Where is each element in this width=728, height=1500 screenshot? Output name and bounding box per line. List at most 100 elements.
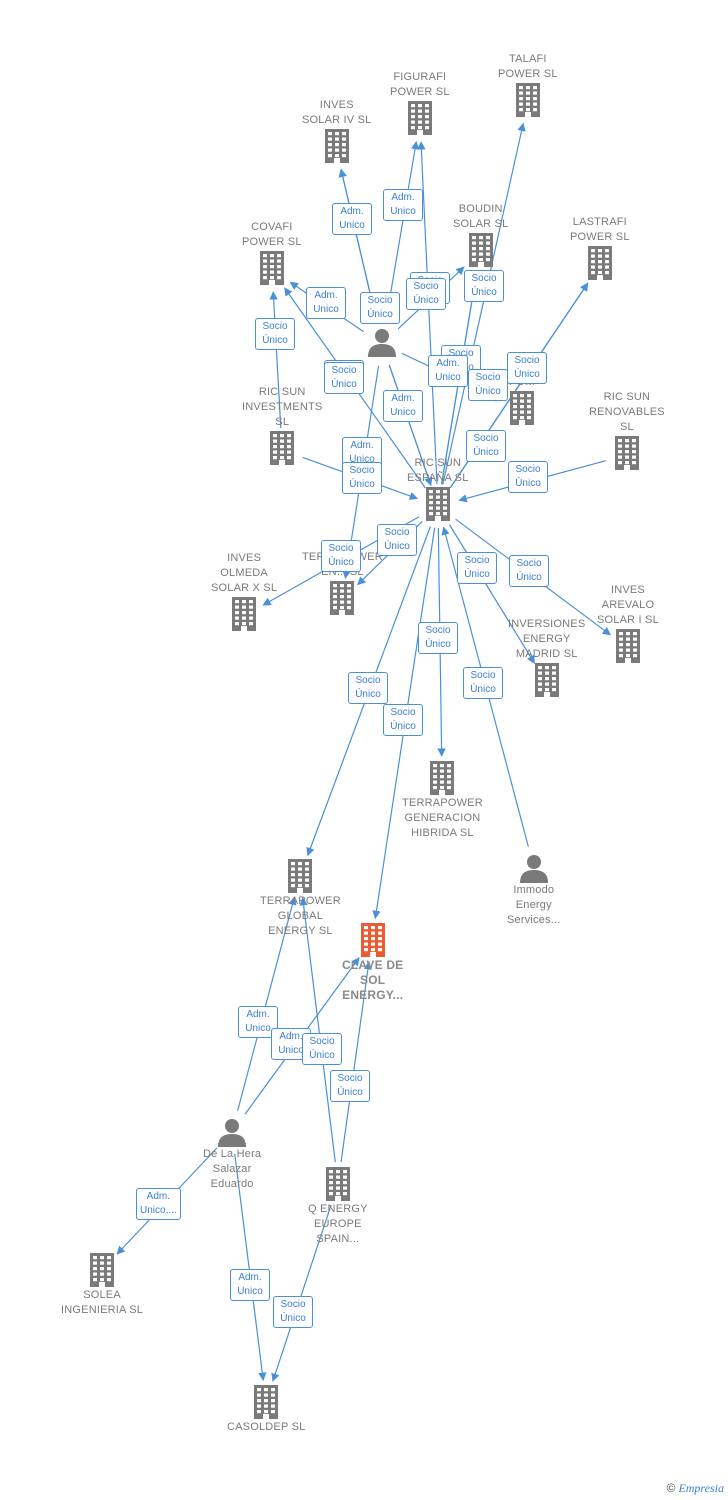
edge-ric_inv-to-covafi	[269, 291, 282, 429]
building-icon[interactable]	[614, 628, 642, 664]
node-label[interactable]: Immodo Energy Services...	[507, 884, 561, 926]
relation-label[interactable]: Adm. Unico,...	[136, 1188, 181, 1220]
node-inves_iv[interactable]: INVES SOLAR IV SL	[302, 98, 371, 164]
relation-label[interactable]: Socio Único	[302, 1033, 342, 1065]
relation-label[interactable]: Socio Único	[509, 555, 549, 587]
edge-ric_esp-to-talafi	[442, 122, 526, 485]
relation-label[interactable]: Adm. Unico	[383, 390, 423, 422]
node-label[interactable]: RIC SUN INVESTMENTS SL	[242, 386, 323, 428]
relation-label[interactable]: Adm. Unico	[332, 203, 372, 235]
relation-label[interactable]: Socio Único	[464, 270, 504, 302]
node-label[interactable]: CLAVE DE SOL ENERGY...	[342, 958, 404, 1002]
building-icon[interactable]	[428, 760, 456, 796]
node-label[interactable]: RIC SUN RENOVABLES SL	[589, 391, 665, 433]
building-icon[interactable]	[514, 82, 542, 118]
relation-label[interactable]: Socio Único	[377, 524, 417, 556]
relation-label[interactable]: Socio Único	[418, 622, 458, 654]
node-boudin[interactable]: BOUDIN SOLAR SL	[453, 202, 508, 268]
node-inves_arevalo[interactable]: INVES AREVALO SOLAR I SL	[597, 583, 659, 664]
relation-label[interactable]: Socio Único	[330, 1070, 370, 1102]
building-icon[interactable]	[324, 1166, 352, 1202]
person-icon[interactable]	[367, 327, 397, 357]
node-label[interactable]: SOLEA INGENIERIA SL	[61, 1289, 144, 1316]
node-label[interactable]: COVAFI POWER SL	[242, 221, 302, 248]
node-ric_ren[interactable]: RIC SUN RENOVABLES SL	[589, 390, 665, 471]
building-icon[interactable]	[258, 250, 286, 286]
building-icon[interactable]	[323, 128, 351, 164]
node-casoldep[interactable]: CASOLDEP SL	[227, 1384, 305, 1435]
relation-label[interactable]: Adm. Unico	[230, 1269, 270, 1301]
node-talafi[interactable]: TALAFI POWER SL	[498, 52, 558, 118]
relation-label[interactable]: Socio Único	[348, 672, 388, 704]
node-clave[interactable]: CLAVE DE SOL ENERGY...	[342, 922, 403, 1003]
node-label[interactable]: Q ENERGY EUROPE SPAIN...	[308, 1203, 368, 1245]
node-immodo[interactable]: Immodo Energy Services...	[507, 853, 561, 928]
relation-label[interactable]: Socio Único	[360, 292, 400, 324]
edge-qenergy-to-terra_global	[299, 897, 336, 1163]
node-label[interactable]: INVES OLMEDA SOLAR X SL	[211, 552, 278, 594]
building-icon[interactable]	[424, 486, 452, 522]
building-icon[interactable]	[268, 430, 296, 466]
node-figurafi[interactable]: FIGURAFI POWER SL	[390, 70, 450, 136]
relation-label[interactable]: Socio Único	[321, 540, 361, 572]
relation-label[interactable]: Socio Único	[463, 667, 503, 699]
node-solea[interactable]: SOLEA INGENIERIA SL	[61, 1252, 143, 1318]
brand-name: Empresia	[678, 1481, 724, 1495]
edge-ric_esp-to-inversiones	[448, 524, 536, 664]
relation-label[interactable]: Adm. Unico	[428, 355, 468, 387]
relation-label[interactable]: Socio Único	[508, 461, 548, 493]
edge-ric_esp-to-figurafi	[417, 141, 438, 485]
node-covafi[interactable]: COVAFI POWER SL	[242, 220, 302, 286]
node-terra_global[interactable]: TERRAPOWER GLOBAL ENERGY SL	[260, 858, 341, 939]
building-icon[interactable]	[467, 232, 495, 268]
relation-label[interactable]: Socio Único	[342, 462, 382, 494]
relation-label[interactable]: Socio Único	[383, 704, 423, 736]
node-label[interactable]: CASOLDEP SL	[227, 1421, 306, 1433]
node-delahera[interactable]: De La Hera Salazar Eduardo	[203, 1117, 261, 1192]
node-ric_esp[interactable]: RIC SUN ESPAÑA SL	[407, 456, 469, 522]
node-lastrafi[interactable]: LASTRAFI POWER SL	[570, 215, 630, 281]
node-label[interactable]: LASTRAFI POWER SL	[570, 216, 630, 243]
node-ric_inv[interactable]: RIC SUN INVESTMENTS SL	[242, 385, 322, 466]
node-label[interactable]: TERRAPOWER GLOBAL ENERGY SL	[260, 895, 341, 937]
building-icon[interactable]	[286, 858, 314, 894]
building-icon[interactable]	[586, 245, 614, 281]
building-icon[interactable]	[230, 596, 258, 632]
relation-label[interactable]: Socio Único	[507, 352, 547, 384]
node-qenergy[interactable]: Q ENERGY EUROPE SPAIN...	[308, 1166, 368, 1247]
node-label[interactable]: TERRAPOWER GENERACION HIBRIDA SL	[402, 797, 483, 839]
building-icon[interactable]	[613, 435, 641, 471]
copyright-symbol: ©	[666, 1481, 676, 1495]
relation-label[interactable]: Socio Único	[273, 1296, 313, 1328]
node-label[interactable]: TALAFI POWER SL	[498, 53, 558, 80]
relation-label[interactable]: Socio Único	[457, 552, 497, 584]
person-icon[interactable]	[519, 853, 549, 883]
relation-label[interactable]: Socio Único	[255, 318, 295, 350]
relation-label[interactable]: Socio Único	[468, 369, 508, 401]
node-terra_gen[interactable]: TERRAPOWER GENERACION HIBRIDA SL	[402, 760, 483, 841]
building-icon[interactable]	[533, 662, 561, 698]
footer-brand[interactable]: © Empresia	[667, 1481, 724, 1496]
node-label[interactable]: RIC SUN ESPAÑA SL	[407, 457, 469, 484]
building-icon[interactable]	[252, 1384, 280, 1420]
node-label[interactable]: INVES SOLAR IV SL	[302, 99, 372, 126]
building-icon[interactable]	[328, 580, 356, 616]
relation-label[interactable]: Adm. Unico	[306, 287, 346, 319]
person-icon[interactable]	[217, 1117, 247, 1147]
node-inversiones[interactable]: INVERSIONES ENERGY MADRID SL	[508, 617, 585, 698]
relation-label[interactable]: Socio Único	[324, 362, 364, 394]
node-label[interactable]: FIGURAFI POWER SL	[390, 71, 450, 98]
relation-label[interactable]: Socio Único	[406, 278, 446, 310]
building-icon[interactable]	[359, 922, 387, 958]
node-label[interactable]: De La Hera Salazar Eduardo	[203, 1148, 262, 1190]
building-icon[interactable]	[406, 100, 434, 136]
node-label[interactable]: INVES AREVALO SOLAR I SL	[597, 584, 659, 626]
node-label[interactable]: INVERSIONES ENERGY MADRID SL	[508, 618, 586, 660]
building-icon[interactable]	[88, 1252, 116, 1288]
edge-moya-to-ric_esp	[388, 364, 433, 487]
building-icon[interactable]	[508, 390, 536, 426]
node-inves_olmeda[interactable]: INVES OLMEDA SOLAR X SL	[211, 551, 277, 632]
relation-label[interactable]: Socio Único	[466, 430, 506, 462]
relation-label[interactable]: Adm. Unico	[383, 189, 423, 221]
node-label[interactable]: BOUDIN SOLAR SL	[453, 203, 509, 230]
